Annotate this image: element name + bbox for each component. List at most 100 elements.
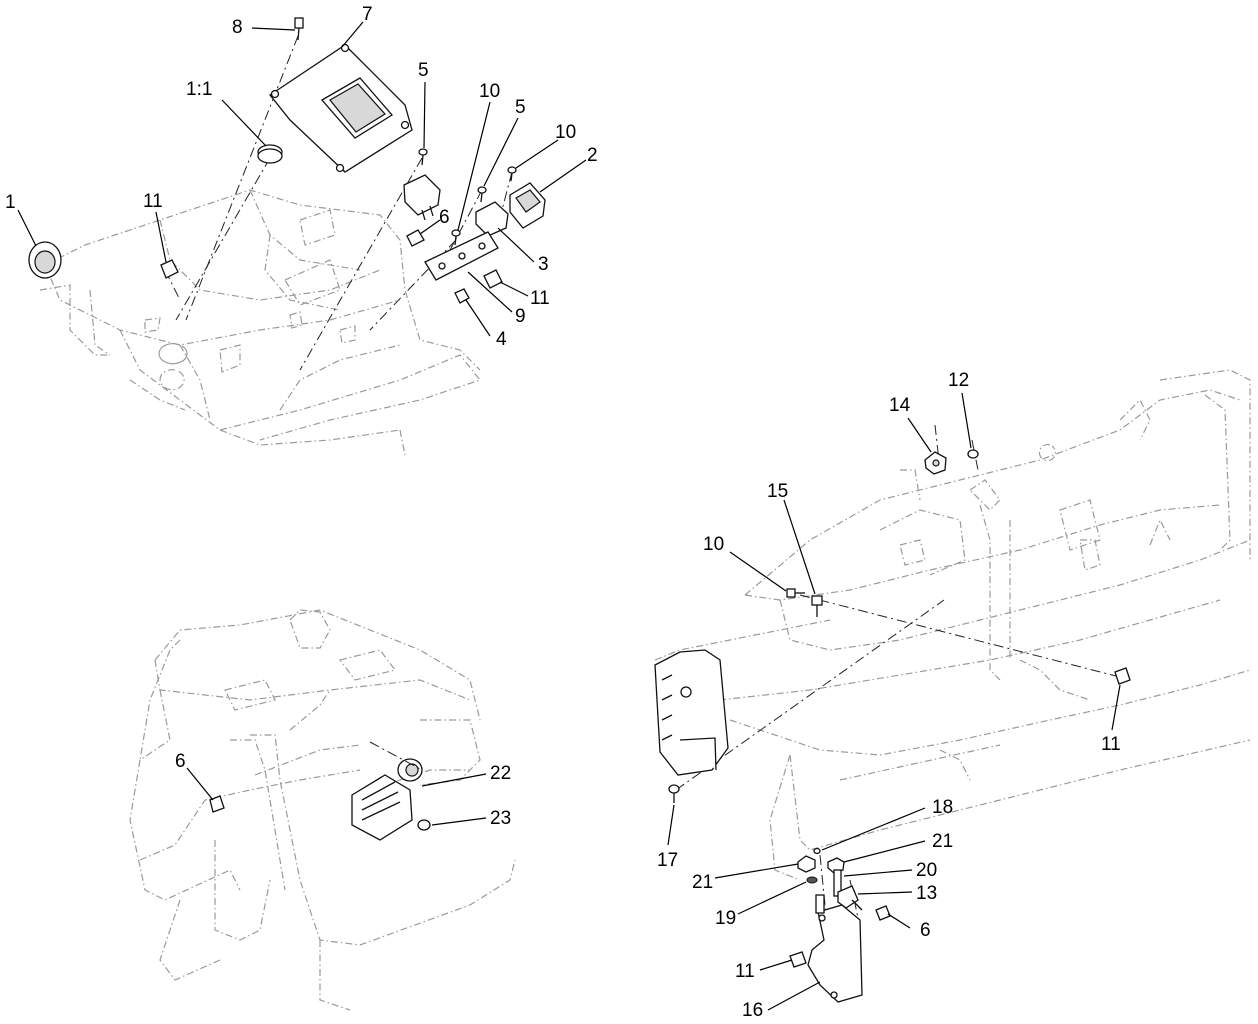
leader-6b	[186, 767, 214, 801]
leader-19	[737, 881, 807, 915]
part-17-bolt	[668, 784, 680, 803]
part-12-nut	[967, 449, 979, 459]
part-11-clip-c	[1114, 667, 1131, 685]
part-6-clip-c	[875, 905, 891, 921]
leader-18	[821, 807, 926, 851]
part-6-clip-b	[209, 795, 225, 813]
centerlines-right	[675, 424, 1117, 919]
callout-6c: 6	[920, 920, 931, 941]
callout-15: 15	[767, 481, 788, 502]
callout-11b: 11	[530, 288, 550, 309]
callout-6b: 6	[175, 751, 186, 772]
leader-6c	[887, 913, 911, 929]
leader-3	[497, 227, 535, 263]
part-11-clip-b	[483, 269, 503, 289]
leader-11c	[1111, 684, 1121, 731]
leader-10b	[515, 139, 559, 169]
part-19-washer	[806, 876, 818, 884]
callout-20: 20	[916, 860, 937, 881]
part-10-screw-a	[451, 229, 461, 246]
leader-4	[465, 299, 491, 337]
leader-2	[539, 159, 587, 193]
callout-16: 16	[742, 1000, 763, 1021]
leader-11a	[155, 211, 167, 263]
callout-23: 23	[490, 808, 511, 829]
leader-1	[17, 209, 37, 247]
callout-22: 22	[490, 763, 511, 784]
leader-10c	[729, 551, 787, 592]
part-13-sensor	[837, 885, 863, 911]
leader-5a	[423, 81, 426, 149]
callout-10b: 10	[555, 122, 576, 143]
part-9-bracket	[424, 231, 499, 281]
part-22-switch	[351, 758, 423, 841]
leader-16	[767, 981, 821, 1011]
callout-5b: 5	[515, 97, 526, 118]
leader-15	[783, 499, 816, 595]
leader-14	[907, 417, 932, 453]
callout-11c: 11	[1101, 734, 1121, 755]
part-14-bracket	[924, 451, 947, 475]
leader-20	[843, 869, 913, 877]
callout-21a: 21	[692, 872, 713, 893]
callout-17: 17	[657, 850, 678, 871]
part-5-screw-a	[418, 148, 428, 166]
leader-21b	[843, 840, 926, 863]
callout-12: 12	[948, 370, 969, 391]
callout-19: 19	[715, 908, 736, 929]
leader-9	[467, 271, 513, 313]
centerlines-top-left	[164, 35, 513, 371]
part-21-nut-b	[827, 857, 845, 874]
callout-8: 8	[232, 17, 243, 38]
part-23-nut	[417, 819, 431, 831]
callout-1-1: 1:1	[186, 79, 212, 100]
callout-10a: 10	[479, 81, 500, 102]
part-7-controller	[269, 43, 413, 173]
part-relay-a	[403, 174, 441, 221]
part-8-bolt	[294, 17, 304, 41]
leader-10a	[457, 101, 491, 231]
leader-8	[251, 27, 296, 31]
part-1-grommet	[28, 241, 62, 279]
callout-5a: 5	[418, 60, 429, 81]
part-18-washer	[813, 847, 821, 855]
leader-22	[421, 773, 487, 787]
part-3-relay	[475, 201, 509, 237]
part-21-nut-a	[797, 855, 816, 873]
leader-12	[961, 392, 972, 449]
part-1-1-ring	[257, 144, 283, 164]
leader-11b	[499, 281, 529, 297]
callout-14: 14	[889, 395, 911, 416]
callout-21b: 21	[932, 831, 953, 852]
part-6-clip-a	[406, 229, 425, 247]
part-10-screw-b	[507, 166, 517, 182]
leader-13	[857, 891, 913, 895]
leader-1-1	[221, 99, 267, 147]
callout-3: 3	[538, 254, 549, 275]
leader-21a	[714, 863, 799, 879]
centerline-22	[369, 741, 423, 771]
callout-7: 7	[362, 4, 373, 25]
callout-11d: 11	[735, 961, 755, 982]
part-16-bracket	[807, 894, 863, 1003]
leader-6a	[419, 219, 441, 235]
leader-23	[431, 817, 487, 826]
part-11-clip-d	[789, 951, 807, 968]
part-10-bolt-c	[786, 588, 805, 598]
leader-17	[667, 804, 675, 846]
leader-7	[341, 21, 364, 48]
part-15-bolt	[811, 595, 823, 617]
callout-4: 4	[496, 329, 507, 350]
callout-6a: 6	[439, 207, 450, 228]
callout-13: 13	[916, 883, 937, 904]
callout-2: 2	[587, 145, 598, 166]
callout-18: 18	[932, 797, 953, 818]
frame-right	[654, 369, 1251, 881]
callout-11a: 11	[143, 191, 163, 212]
callout-9: 9	[515, 306, 526, 327]
leader-11d	[759, 959, 793, 971]
part-4-nut	[454, 288, 470, 304]
part-2-connector	[509, 182, 546, 229]
leader-5b	[483, 117, 519, 187]
